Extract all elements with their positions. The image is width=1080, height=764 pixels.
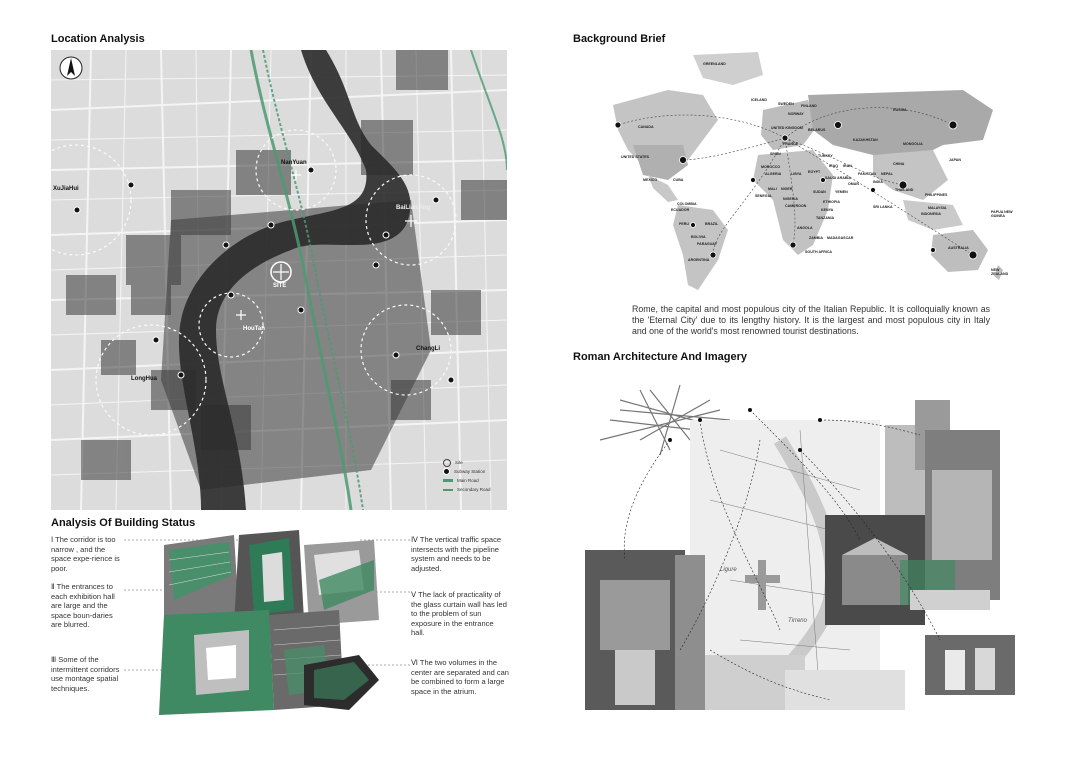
roman-collage: Ligure Tirreno [580, 380, 1020, 720]
country-label: EGYPT [808, 170, 821, 174]
note-1: Ⅰ The corridor is too narrow , and the s… [51, 535, 120, 573]
country-label: KENYA [821, 208, 834, 212]
country-label: PAPUA NEW GUINEA [991, 210, 1013, 218]
place-longhua: LongHua [131, 376, 157, 382]
country-label: CUBA [673, 178, 684, 182]
location-analysis-title: Location Analysis [51, 33, 145, 45]
background-brief-title: Background Brief [573, 33, 666, 45]
country-label: MEXICO [643, 178, 658, 182]
country-label: IRAQ [829, 164, 838, 168]
country-label: ARGENTINA [688, 258, 710, 262]
legend-secondary-road-label: Secondary Road [457, 487, 491, 492]
country-label: OMAN [848, 182, 859, 186]
country-label: SPAIN [770, 152, 781, 156]
world-map: GREENLAND ICELAND SWEDEN FINLAND NORWAY … [573, 50, 1028, 295]
country-label: ALGERIA [765, 172, 782, 176]
country-label: UNITED STATES [621, 155, 650, 159]
country-label: IRAN [843, 164, 852, 168]
country-label: SRI LANKA [873, 205, 893, 209]
country-label: NIGERIA [783, 197, 798, 201]
legend-subway-label: Subway Station [454, 469, 486, 474]
building-collage [124, 530, 410, 715]
location-map: NanYuan XuJiaHui BaiLianJing SITE HouTan… [51, 50, 507, 510]
country-label: CANADA [638, 125, 654, 129]
place-houtan: HouTan [243, 326, 265, 332]
country-label: PARAGUAY [697, 242, 717, 246]
country-label: SUDAN [813, 190, 826, 194]
country-label: AUSTRALIA [948, 246, 969, 250]
country-label: MALAYSIA [928, 206, 947, 210]
country-label: NORWAY [788, 112, 804, 116]
country-label: BELARUS [808, 128, 826, 132]
country-label: CAMEROON [785, 204, 807, 208]
roman-title: Roman Architecture And Imagery [573, 351, 748, 363]
legend-secondary-road: Secondary Road [443, 485, 503, 494]
country-label: ANGOLA [797, 226, 813, 230]
sea-label-ligure: Ligure [720, 567, 737, 573]
note-3: Ⅲ Some of the intermittent corridors use… [51, 655, 120, 693]
country-label: RUSSIA [893, 108, 907, 112]
country-label: BOLIVIA [691, 235, 706, 239]
country-label: NIGER [781, 187, 793, 191]
country-label: NEPAL [881, 172, 893, 176]
country-label: TURKEY [818, 154, 833, 158]
country-label: SOUTH AFRICA [805, 250, 833, 254]
place-nanyuan: NanYuan [281, 160, 307, 166]
country-label: LIBYA [791, 172, 802, 176]
country-label: INDIA [873, 180, 883, 184]
country-label: PHILIPPINES [925, 193, 948, 197]
country-label: SWEDEN [778, 102, 794, 106]
place-site: SITE [273, 283, 287, 289]
country-label: PAKISTAN [858, 172, 876, 176]
note-4: Ⅳ The vertical traffic space intersects … [411, 535, 502, 573]
legend-main-road-label: Main Road [457, 478, 479, 483]
place-xujiahui: XuJiaHui [53, 186, 79, 192]
country-label: ETHIOPIA [823, 200, 840, 204]
country-label: SAUDI ARABIA [825, 176, 852, 180]
sea-label-tirreno: Tirreno [788, 618, 807, 624]
background-paragraph: Rome, the capital and most populous city… [632, 304, 990, 336]
country-label: KAZAKHSTAN [853, 138, 878, 142]
country-label: NEW ZEALAND [991, 268, 1009, 276]
legend-site: Site [443, 458, 503, 467]
country-label: BRAZIL [705, 222, 719, 226]
country-label: CHINA [893, 162, 905, 166]
country-label: UNITED KINGDOM [771, 126, 803, 130]
country-label: FINLAND [801, 104, 817, 108]
map-legend: Site Subway Station Main Road Secondary … [443, 458, 503, 494]
country-label: ZAMBIA [809, 236, 823, 240]
country-label: PERU [679, 222, 689, 226]
country-label: YEMEN [835, 190, 848, 194]
note-6: Ⅵ The two volumes in the center are sepa… [411, 658, 509, 696]
country-label: FRANCE [783, 142, 798, 146]
country-label: MALI [768, 187, 777, 191]
country-label: JAPAN [949, 158, 961, 162]
country-label: INDONESIA [921, 212, 941, 216]
note-2: Ⅱ The entrances to each exhibition hall … [51, 582, 115, 629]
note-5: Ⅴ The lack of practicality of the glass … [411, 590, 507, 637]
building-status-title: Analysis Of Building Status [51, 517, 196, 529]
place-bailianjing: BaiLianJing [396, 205, 431, 211]
place-changli: ChangLi [416, 346, 440, 352]
country-label: GREENLAND [703, 62, 726, 66]
country-label: MONGOLIA [903, 142, 923, 146]
country-label: COLOMBIA [677, 202, 697, 206]
country-label: ECUADOR [671, 208, 690, 212]
country-label: THAILAND [895, 188, 914, 192]
legend-site-label: Site [455, 460, 463, 465]
country-label: MOROCCO [761, 165, 781, 169]
country-label: ICELAND [751, 98, 767, 102]
country-label: SENEGAL [755, 194, 773, 198]
country-label: TANZANIA [816, 216, 835, 220]
legend-subway: Subway Station [443, 467, 503, 476]
legend-main-road: Main Road [443, 476, 503, 485]
country-label: MADAGASCAR [827, 236, 854, 240]
